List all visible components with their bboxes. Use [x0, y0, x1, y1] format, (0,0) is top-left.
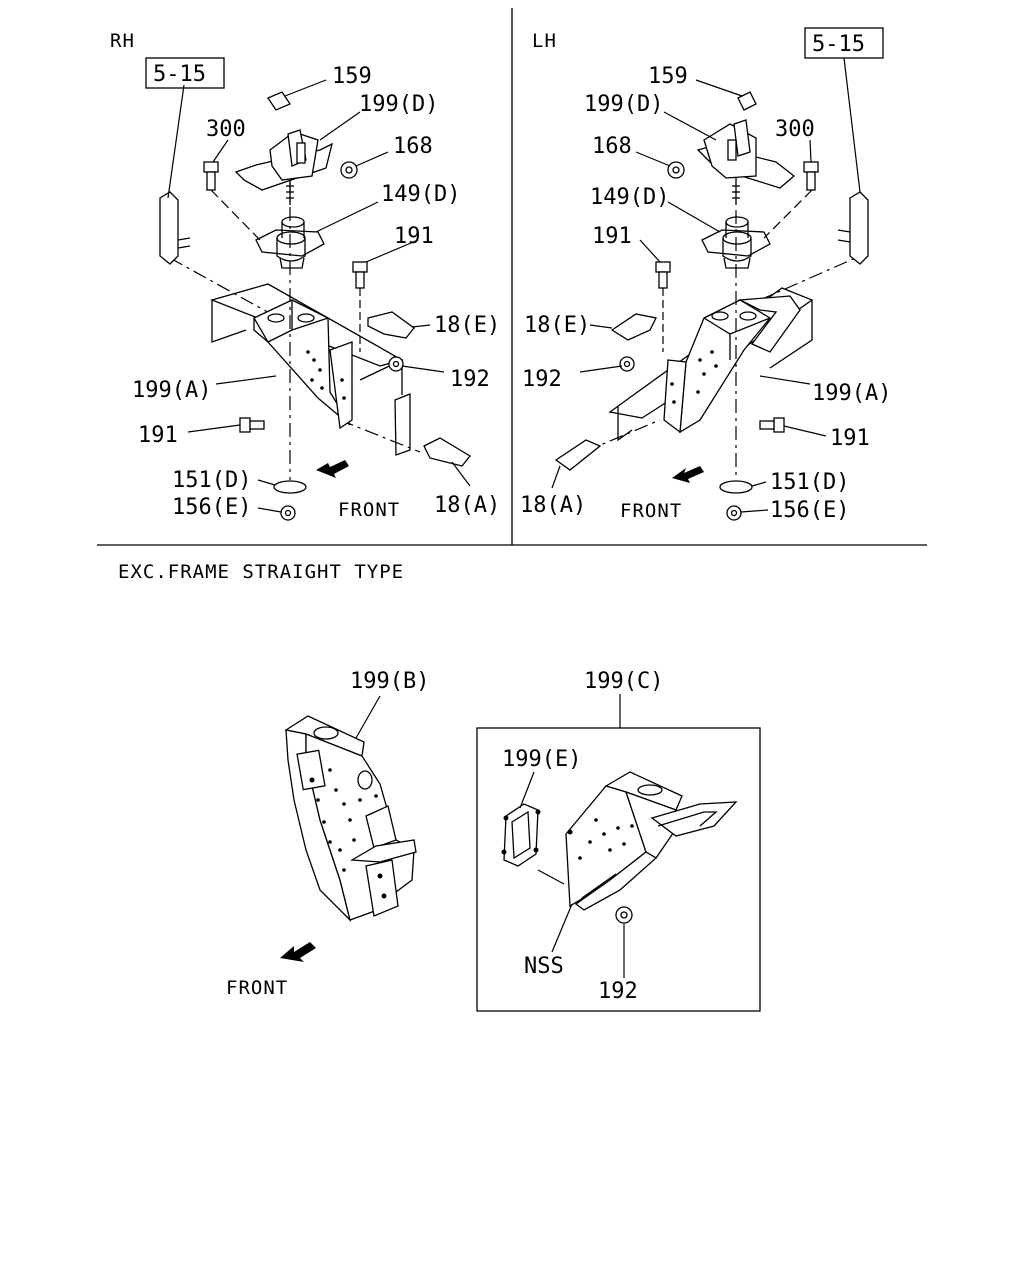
ref-box-lh[interactable]: 5-15 [804, 27, 884, 59]
rh-washer-151d [273, 480, 307, 494]
rh-mount-199d [234, 129, 333, 205]
rh-label-168: 168 [393, 134, 433, 159]
lh-label-192: 192 [522, 367, 562, 392]
rh-label-18a: 18(A) [434, 493, 500, 518]
lh-nut-192 [619, 356, 635, 372]
lh-nut-168 [667, 161, 685, 179]
nut-192-detail [615, 906, 633, 924]
label-nss: NSS [524, 954, 564, 979]
lh-front-arrow [672, 466, 704, 483]
lh-label-front: FRONT [620, 500, 682, 522]
lh-bolt-191-top [655, 261, 671, 352]
lh-bolt-191-bottom [759, 417, 785, 433]
svg-text:5-15: 5-15 [153, 62, 206, 87]
rh-label-18e: 18(E) [434, 313, 500, 338]
lh-label-151d: 151(D) [770, 470, 849, 495]
detail-box-199c [476, 727, 761, 1012]
label-192-detail: 192 [598, 979, 638, 1004]
rh-nut-192 [388, 356, 404, 372]
label-199b: 199(B) [350, 669, 429, 694]
lh-label-191-top: 191 [592, 224, 632, 249]
lh-label-199d: 199(D) [584, 92, 663, 117]
rh-nut-168 [340, 161, 358, 179]
lh-plate-18a [554, 439, 602, 471]
lh-clip-159 [737, 91, 757, 111]
rh-front-arrow [316, 460, 349, 478]
bracket-199b [284, 715, 417, 923]
bottom-front-arrow [280, 942, 316, 962]
lh-label-18e: 18(E) [524, 313, 590, 338]
rh-label-151d: 151(D) [172, 468, 251, 493]
lh-label-149d: 149(D) [590, 185, 669, 210]
rh-bolt-300 [203, 161, 219, 191]
rh-label-300: 300 [206, 117, 246, 142]
lh-label-199a: 199(A) [812, 381, 891, 406]
lh-washer-151d [719, 480, 753, 494]
lh-plate-18e [610, 313, 657, 341]
lh-label-168: 168 [592, 134, 632, 159]
section-label-rh: RH [110, 30, 135, 52]
label-199c: 199(C) [584, 669, 663, 694]
lh-side-bracket [849, 191, 869, 265]
lh-label-300: 300 [775, 117, 815, 142]
rh-label-156e: 156(E) [172, 495, 251, 520]
lh-assembly [551, 57, 869, 521]
bracket-199c [565, 771, 738, 911]
lh-mount-199d [696, 119, 796, 205]
rh-label-191-top: 191 [394, 224, 434, 249]
rh-assembly [159, 79, 471, 521]
section-label-lh: LH [532, 30, 557, 52]
rh-label-front: FRONT [338, 499, 400, 521]
label-199e: 199(E) [502, 747, 581, 772]
lh-insulator-149d [701, 216, 771, 269]
lh-label-156e: 156(E) [770, 498, 849, 523]
lh-bolt-300 [803, 161, 819, 191]
rh-plate-18a [423, 437, 471, 467]
svg-text:5-15: 5-15 [812, 32, 865, 57]
label-front-bottom: FRONT [226, 977, 288, 999]
rh-label-159: 159 [332, 64, 372, 89]
rh-side-bracket [159, 191, 179, 265]
rh-bolt-191-top [352, 261, 368, 352]
ref-box-rh[interactable]: 5-15 [145, 57, 225, 89]
lh-label-18a: 18(A) [520, 493, 586, 518]
rh-clip-159 [267, 91, 291, 111]
plate-199e [501, 803, 541, 867]
rh-label-191-bottom: 191 [138, 423, 178, 448]
rh-plate-18e [367, 311, 415, 339]
section-label-exc-frame: EXC.FRAME STRAIGHT TYPE [118, 561, 404, 583]
lh-label-191-bottom: 191 [830, 426, 870, 451]
rh-label-149d: 149(D) [381, 182, 460, 207]
lh-bracket-199a [663, 295, 801, 434]
rh-bracket-199a [253, 299, 353, 430]
lh-label-159: 159 [648, 64, 688, 89]
rh-label-199d: 199(D) [359, 92, 438, 117]
lh-nut-156e [726, 505, 742, 521]
rh-label-192: 192 [450, 367, 490, 392]
rh-label-199a: 199(A) [132, 378, 211, 403]
rh-nut-156e [280, 505, 296, 521]
rh-bolt-191-bottom [239, 417, 265, 433]
